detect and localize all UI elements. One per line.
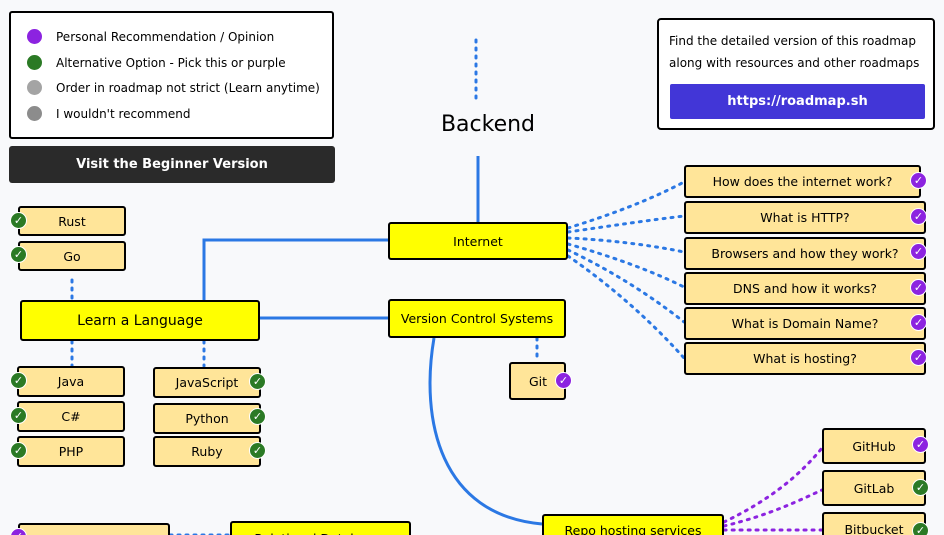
green-check-icon: ✓ <box>249 442 266 459</box>
node-version-control[interactable]: Version Control Systems <box>388 299 566 338</box>
repo-github[interactable]: GitHub <box>822 428 926 464</box>
gray-circle-icon <box>27 106 42 121</box>
roadmap-link-button[interactable]: https://roadmap.sh <box>670 84 925 119</box>
node-repo-hosting[interactable]: Repo hosting services <box>542 514 724 535</box>
purple-check-icon: ✓ <box>910 172 927 189</box>
legend-item: Personal Recommendation / Opinion <box>27 29 274 44</box>
legend: Personal Recommendation / Opinion Altern… <box>9 11 334 139</box>
topic-browsers[interactable]: Browsers and how they work? <box>684 237 926 270</box>
lang-javascript[interactable]: JavaScript <box>153 367 261 398</box>
topic-how-internet-works[interactable]: How does the internet work? <box>684 165 921 198</box>
legend-label: Personal Recommendation / Opinion <box>56 29 275 44</box>
lang-ruby[interactable]: Ruby <box>153 436 261 467</box>
lang-go[interactable]: Go <box>18 241 126 271</box>
green-check-icon: ✓ <box>10 442 27 459</box>
green-check-icon: ✓ <box>10 212 27 229</box>
lang-java[interactable]: Java <box>17 366 125 397</box>
green-check-icon <box>27 55 42 70</box>
lang-csharp[interactable]: C# <box>17 401 125 432</box>
gray-check-icon <box>27 80 42 95</box>
purple-check-icon: ✓ <box>910 279 927 296</box>
legend-item: I wouldn't recommend <box>27 106 190 121</box>
page-title: Backend <box>440 112 536 137</box>
lang-php[interactable]: PHP <box>17 436 125 467</box>
topic-domain-name[interactable]: What is Domain Name? <box>684 307 926 340</box>
purple-check-icon: ✓ <box>912 436 929 453</box>
legend-label: I wouldn't recommend <box>56 106 191 121</box>
green-check-icon: ✓ <box>249 373 266 390</box>
purple-check-icon <box>27 29 42 44</box>
legend-item: Order in roadmap not strict (Learn anyti… <box>27 80 320 95</box>
lang-rust[interactable]: Rust <box>18 206 126 236</box>
lang-python[interactable]: Python <box>153 403 261 434</box>
node-relational-databases[interactable]: Relational Databases <box>230 521 411 535</box>
topic-hosting[interactable]: What is hosting? <box>684 342 926 375</box>
purple-check-icon: ✓ <box>910 208 927 225</box>
legend-label: Order in roadmap not strict (Learn anyti… <box>56 80 320 95</box>
green-check-icon: ✓ <box>10 246 27 263</box>
info-box: Find the detailed version of this roadma… <box>657 18 935 130</box>
green-check-icon: ✓ <box>249 408 266 425</box>
info-line-1: Find the detailed version of this roadma… <box>669 34 916 48</box>
info-text: Find the detailed version of this roadma… <box>669 30 929 74</box>
purple-check-icon: ✓ <box>555 372 572 389</box>
db-postgresql[interactable]: PostgreSQL <box>18 523 170 535</box>
repo-gitlab[interactable]: GitLab <box>822 470 926 506</box>
green-check-icon: ✓ <box>10 372 27 389</box>
legend-label: Alternative Option - Pick this or purple <box>56 55 286 70</box>
green-check-icon: ✓ <box>912 522 929 535</box>
topic-what-is-http[interactable]: What is HTTP? <box>684 201 926 234</box>
legend-item: Alternative Option - Pick this or purple <box>27 55 286 70</box>
topic-dns[interactable]: DNS and how it works? <box>684 272 926 305</box>
purple-check-icon: ✓ <box>910 349 927 366</box>
beginner-version-button[interactable]: Visit the Beginner Version <box>9 146 335 183</box>
node-internet[interactable]: Internet <box>388 222 568 260</box>
green-check-icon: ✓ <box>10 407 27 424</box>
node-learn-language[interactable]: Learn a Language <box>20 300 260 341</box>
green-check-icon: ✓ <box>912 479 929 496</box>
repo-bitbucket[interactable]: Bitbucket <box>822 512 926 535</box>
purple-check-icon: ✓ <box>910 243 927 260</box>
info-line-2: along with resources and other roadmaps <box>669 56 920 70</box>
purple-check-icon: ✓ <box>910 314 927 331</box>
